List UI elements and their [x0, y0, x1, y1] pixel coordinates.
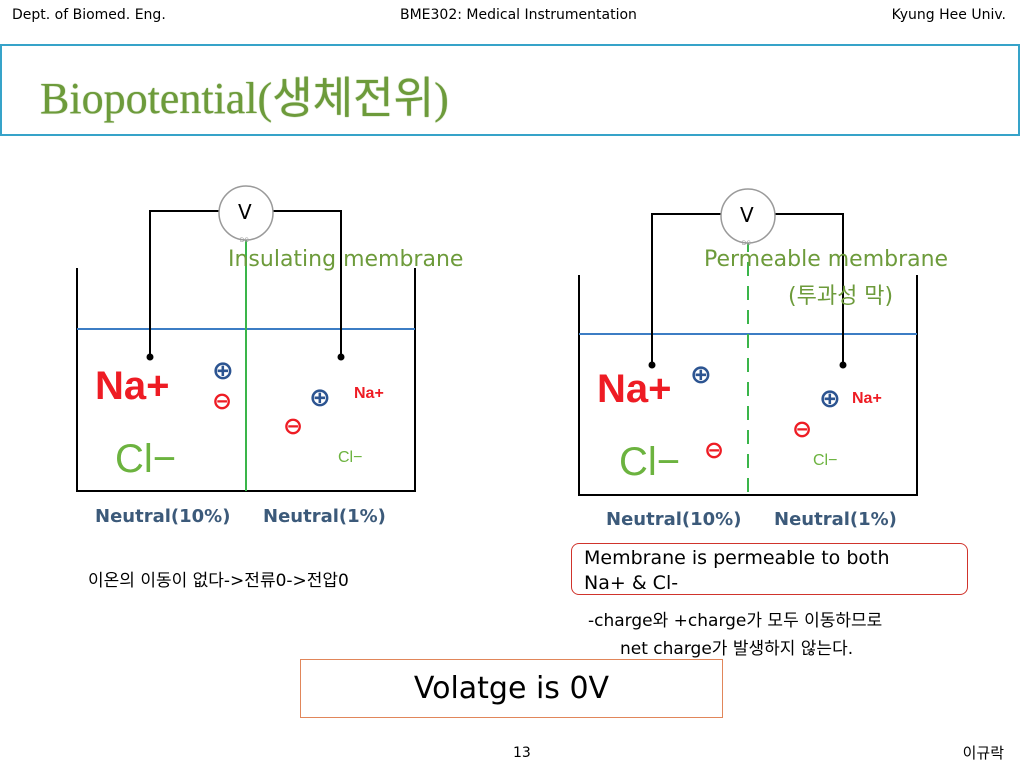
right-cl-large: Cl−: [619, 440, 681, 484]
left-na-small: Na+: [354, 385, 384, 402]
header-course: BME302: Medical Instrumentation: [400, 7, 637, 23]
page-number: 13: [513, 745, 531, 761]
left-electrode-left: [146, 353, 154, 361]
right-membrane-label-ko: (투과성 막): [788, 284, 894, 309]
right-right-negative-charge-icon: ⊖: [792, 415, 813, 443]
left-negative-charge-icon: ⊖: [212, 387, 233, 415]
permeable-note-box: Membrane is permeable to both Na+ & Cl-: [571, 543, 968, 595]
right-wire-right: [775, 213, 844, 365]
left-neutral-1: Neutral(1%): [263, 506, 386, 527]
right-note-line1: -charge와 +charge가 모두 이동하므로: [588, 611, 883, 631]
right-beaker: [578, 188, 918, 496]
left-electrode-right: [337, 353, 345, 361]
left-right-negative-charge-icon: ⊖: [283, 412, 304, 440]
left-note: 이온의 이동이 없다->전류0->전압0: [88, 571, 349, 591]
right-right-positive-charge-icon: ⊕: [819, 384, 841, 414]
right-positive-charge-icon: ⊕: [690, 360, 712, 390]
author-name: 이규락: [962, 744, 1004, 762]
left-wire-left: [149, 210, 219, 357]
left-voltmeter-icon: [218, 185, 274, 241]
left-voltmeter-dc: DC: [240, 238, 249, 244]
right-voltmeter-icon: [720, 188, 776, 244]
right-note-line2: net charge가 발생하지 않는다.: [620, 639, 854, 659]
voltage-result-box: Volatge is 0V: [300, 659, 723, 718]
right-electrode-right: [839, 361, 847, 369]
left-neutral-10: Neutral(10%): [95, 506, 231, 527]
left-wire-right: [272, 210, 342, 357]
right-voltmeter-dc: DC: [742, 241, 751, 247]
right-voltmeter-label: V: [740, 203, 754, 227]
right-na-large: Na+: [597, 367, 672, 411]
header-dept: Dept. of Biomed. Eng.: [12, 7, 166, 23]
left-membrane-label: Insulating membrane: [228, 247, 464, 272]
right-neutral-1: Neutral(1%): [774, 509, 897, 530]
right-cl-small: Cl−: [813, 452, 838, 469]
right-negative-charge-icon: ⊖: [704, 436, 725, 464]
left-na-large: Na+: [95, 364, 170, 408]
left-beaker: [76, 185, 416, 492]
right-neutral-10: Neutral(10%): [606, 509, 742, 530]
left-voltmeter-label: V: [238, 200, 252, 224]
right-electrode-left: [648, 361, 656, 369]
header-university: Kyung Hee Univ.: [891, 7, 1006, 23]
left-cl-small: Cl−: [338, 449, 363, 466]
right-membrane-label: Permeable membrane: [704, 247, 949, 272]
title-box: [0, 44, 1020, 136]
right-na-small: Na+: [852, 390, 882, 407]
permeable-note-line1: Membrane is permeable to both: [584, 547, 890, 569]
left-cl-large: Cl−: [115, 437, 177, 481]
left-positive-charge-icon: ⊕: [212, 356, 234, 386]
page-title: Biopotential(생체전위): [40, 74, 449, 123]
right-wire-left: [651, 213, 721, 365]
left-right-positive-charge-icon: ⊕: [309, 383, 331, 413]
permeable-note-line2: Na+ & Cl-: [584, 572, 679, 594]
